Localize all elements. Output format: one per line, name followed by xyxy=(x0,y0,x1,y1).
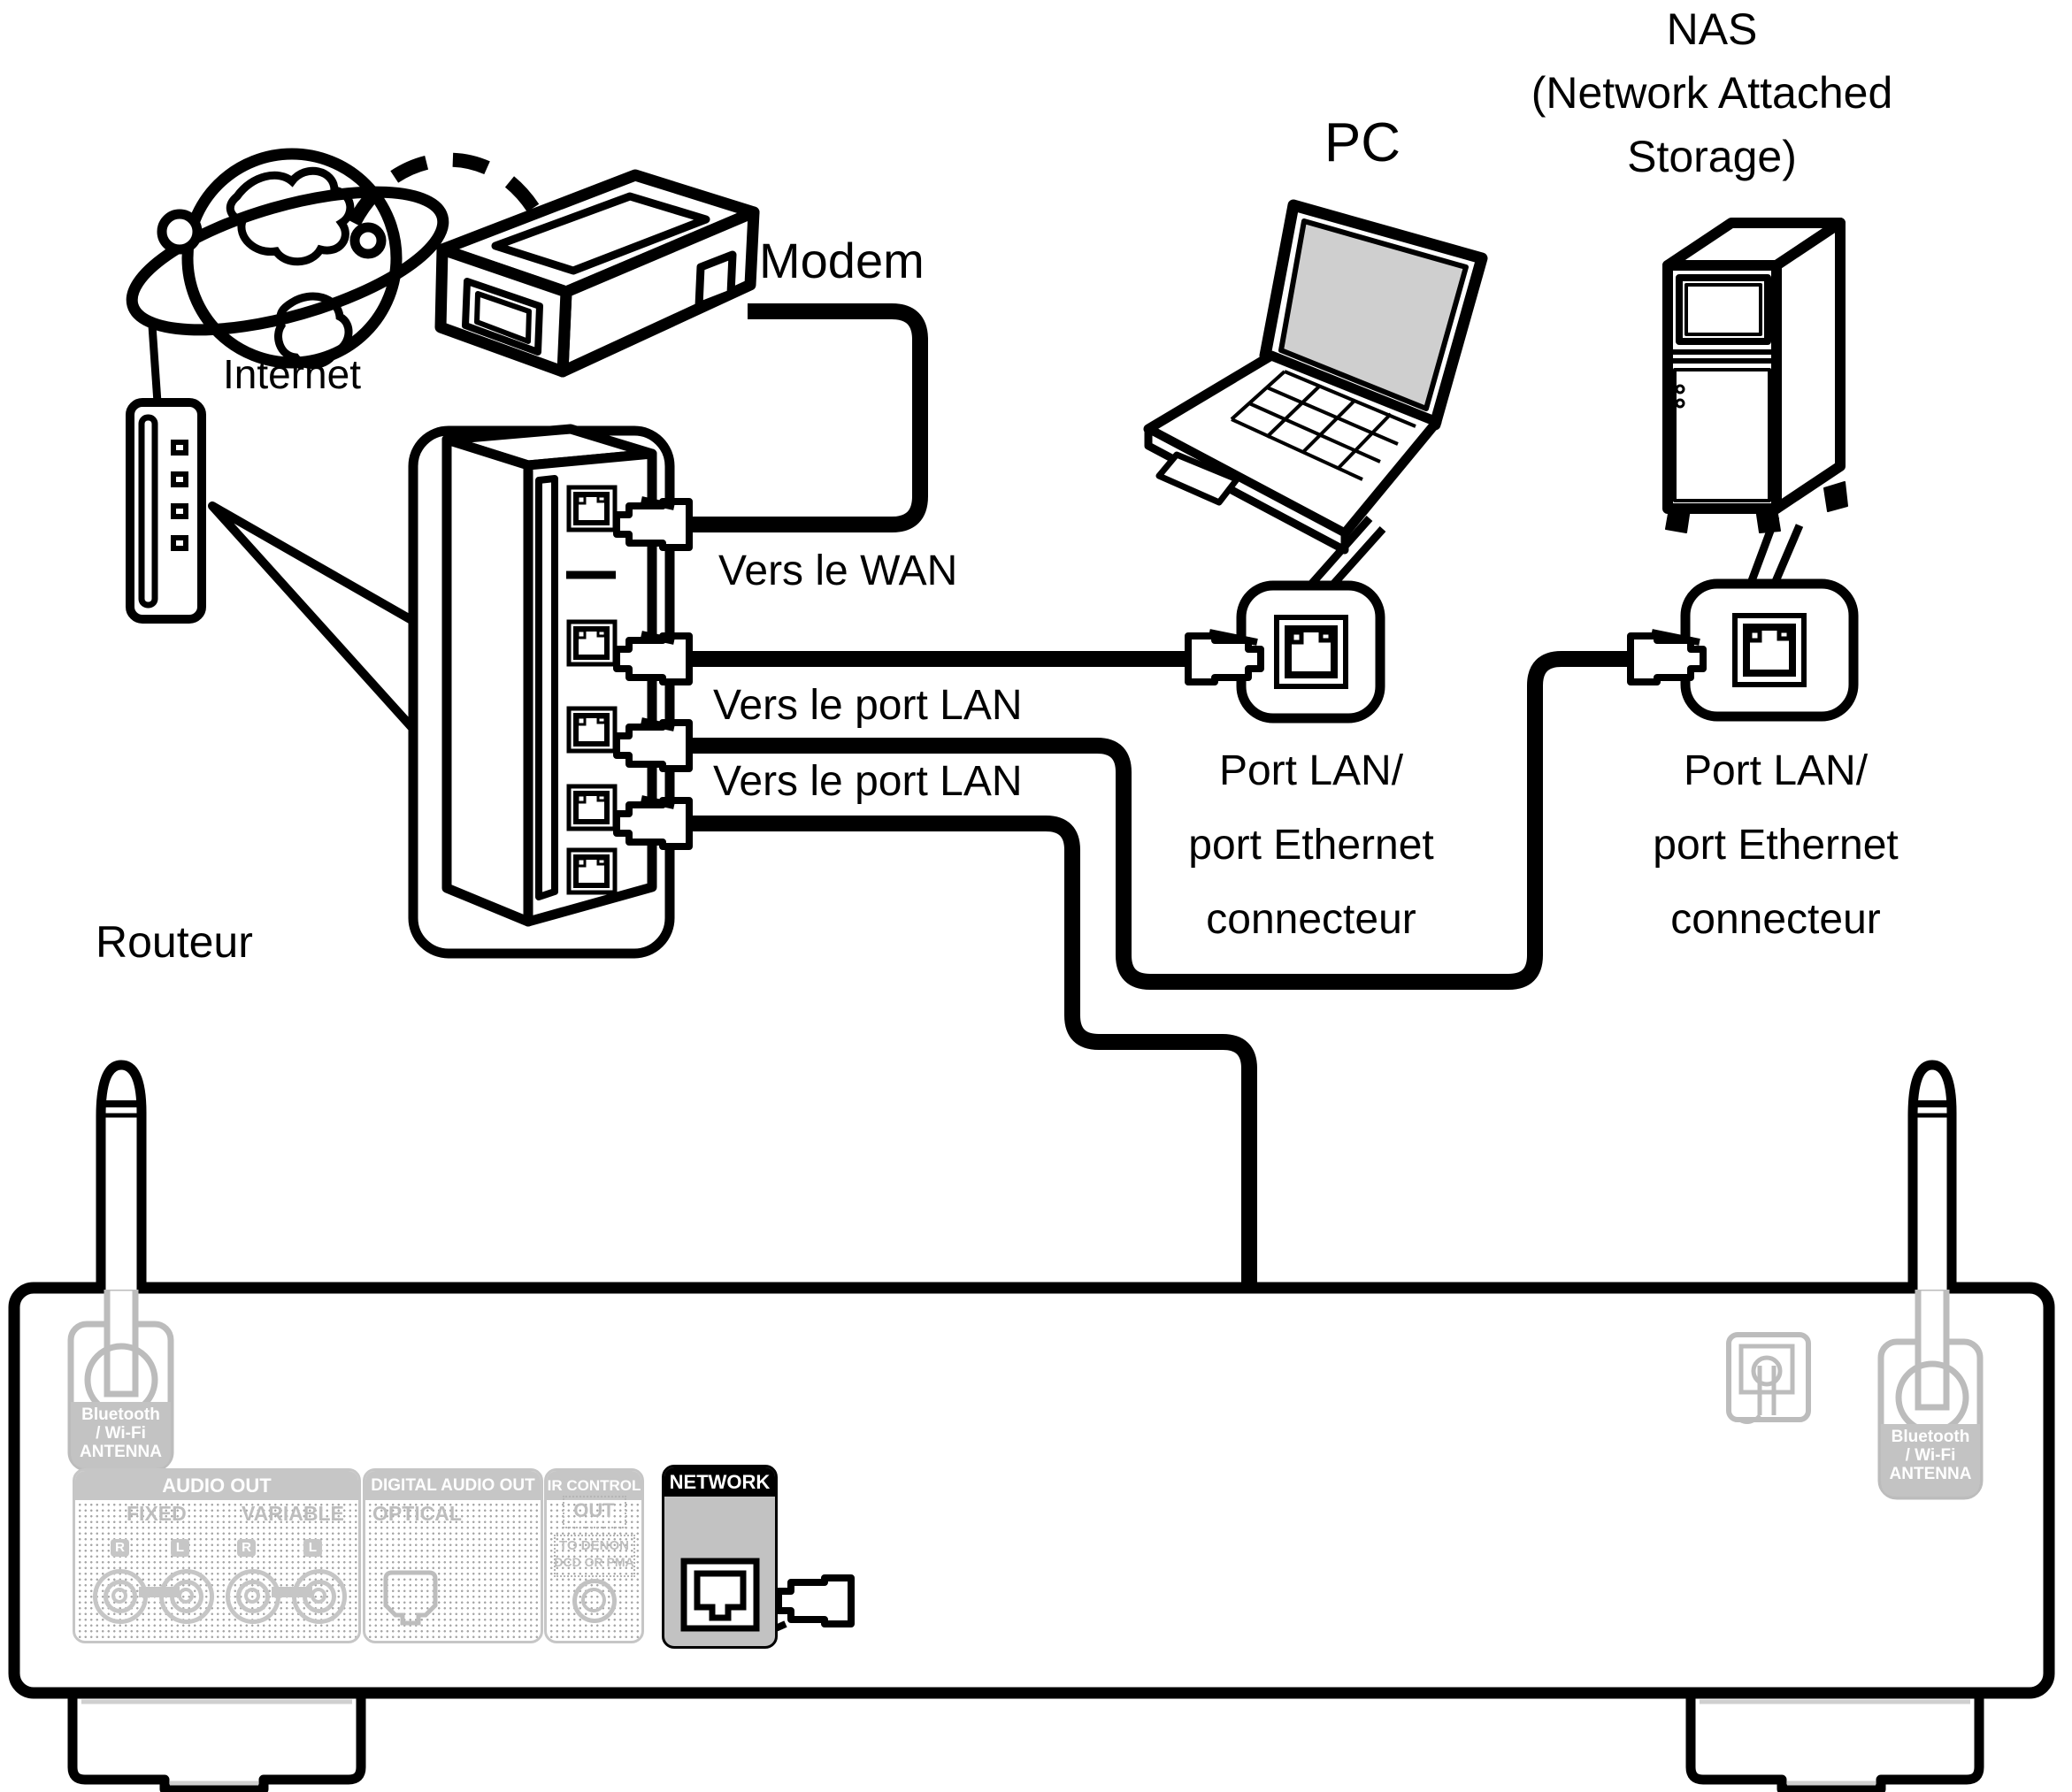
ethernet-cable-wan xyxy=(689,303,928,532)
rj45-plug-wan xyxy=(613,496,693,551)
antenna-right-line2: / Wi-Fi xyxy=(1905,1446,1956,1465)
rca-jack-fixed-r xyxy=(93,1569,148,1624)
pc-port-label: Port LAN/ port Ethernet connecteur xyxy=(1152,734,1470,957)
keyboard-lines xyxy=(1230,370,1416,481)
channel-badge-r1: R xyxy=(111,1539,129,1557)
rj45-plug-lan2 xyxy=(613,717,693,772)
nas-label-line3: Storage) xyxy=(1627,132,1797,181)
antenna-right-line1: Bluetooth xyxy=(1891,1428,1970,1446)
rj45-port-4 xyxy=(566,784,618,831)
rj45-port-5 xyxy=(566,847,618,895)
rca-jack-fixed-l xyxy=(159,1569,214,1624)
pc-port-label-line1: Port LAN/ xyxy=(1218,747,1404,794)
globe-icon xyxy=(126,148,449,369)
dashed-link-cable xyxy=(347,152,544,226)
ir-control-section: IR CONTROL OUT TO DENON DCD OR PMA xyxy=(544,1468,644,1643)
rj45-plug-pc-end xyxy=(1185,629,1264,685)
rj45-plugs-switch xyxy=(613,496,693,850)
channel-badge-l2: L xyxy=(303,1539,322,1557)
rj45-plug-lan1 xyxy=(613,631,693,685)
digital-audio-out-title: DIGITAL AUDIO OUT xyxy=(365,1471,541,1500)
nas-label: NAS (Network Attached Storage) xyxy=(1504,4,1920,182)
optical-label: OPTICAL xyxy=(372,1502,462,1525)
ir-out-box xyxy=(563,1496,626,1528)
wall-mount-icon xyxy=(1726,1332,1811,1424)
audio-out-section: AUDIO OUT FIXED VARIABLE R L R L xyxy=(73,1468,361,1643)
nas-label-line2: (Network Attached xyxy=(1531,68,1893,118)
nas-port-label: Port LAN/ port Ethernet connecteur xyxy=(1616,734,1935,957)
rca-jack-variable-l xyxy=(292,1569,347,1624)
ir-line2: DCD OR PMA xyxy=(554,1555,634,1569)
rj45-plug-nas-end xyxy=(1627,629,1707,685)
nas-port-label-line3: connecteur xyxy=(1670,896,1881,943)
rj45-plug-lan3 xyxy=(613,795,693,850)
ir-control-title: IR CONTROL xyxy=(547,1471,641,1500)
nas-icon xyxy=(1662,218,1848,533)
network-section: NETWORK xyxy=(662,1465,778,1649)
ir-line1: TO DENON xyxy=(559,1538,629,1553)
network-title: NETWORK xyxy=(664,1467,775,1497)
antenna-left-strip xyxy=(71,1402,171,1468)
variable-label: VARIABLE xyxy=(242,1502,344,1525)
pc-pointer xyxy=(1305,516,1386,590)
ir-jack xyxy=(572,1579,617,1623)
router-icon xyxy=(126,325,206,624)
ir-denon-box xyxy=(554,1535,635,1577)
toslink-icon xyxy=(383,1570,438,1626)
switch-icon xyxy=(441,424,657,927)
modem-label: Modem xyxy=(759,233,925,288)
network-jack xyxy=(680,1558,760,1632)
audio-out-title: AUDIO OUT xyxy=(75,1471,358,1500)
router-label: Routeur xyxy=(96,917,253,967)
nas-jack-callout xyxy=(1680,578,1859,722)
antenna-right-label: Bluetooth / Wi-Fi ANTENNA xyxy=(1881,1428,1980,1483)
antenna-icon-right xyxy=(1907,1060,1957,1290)
nas-pointer xyxy=(1746,515,1804,587)
rj45-port-1 xyxy=(566,485,618,532)
antenna-left-line1: Bluetooth xyxy=(81,1405,160,1424)
nas-port-label-line1: Port LAN/ xyxy=(1683,747,1869,794)
antenna-left-label: Bluetooth / Wi-Fi ANTENNA xyxy=(71,1405,171,1461)
pc-label: PC xyxy=(1324,112,1401,173)
digital-audio-out-section: DIGITAL AUDIO OUT OPTICAL xyxy=(363,1468,543,1643)
ir-out-label: OUT xyxy=(573,1499,615,1521)
rca-jack-variable-r xyxy=(226,1569,280,1624)
rj45-port-3 xyxy=(566,706,618,754)
antenna-left-line2: / Wi-Fi xyxy=(96,1424,146,1443)
rj45-jack-icon xyxy=(1274,615,1348,689)
pc-port-label-line3: connecteur xyxy=(1206,896,1416,943)
antenna-icon-left xyxy=(96,1060,147,1290)
channel-badge-r2: R xyxy=(237,1539,256,1557)
pc-jack-callout xyxy=(1236,580,1385,724)
wan-cable-label: Vers le WAN xyxy=(718,548,958,594)
modem-icon xyxy=(434,169,760,378)
panel-feet xyxy=(67,1691,1984,1792)
pc-port-label-line2: port Ethernet xyxy=(1188,822,1434,869)
rear-panel xyxy=(8,1060,2055,1792)
internet-label: Internet xyxy=(223,351,361,397)
laptop-icon xyxy=(1143,199,1488,555)
antenna-right-strip xyxy=(1881,1424,1980,1497)
fixed-label: FIXED xyxy=(127,1502,187,1525)
callout-wedge xyxy=(208,502,418,733)
antenna-right-line3: ANTENNA xyxy=(1889,1465,1972,1483)
nas-label-line1: NAS xyxy=(1666,4,1758,54)
switch-ports xyxy=(566,485,618,895)
rj45-plug-network xyxy=(752,1574,855,1642)
channel-badge-l1: L xyxy=(171,1539,189,1557)
rj45-port-2 xyxy=(566,619,618,667)
antenna-left-line3: ANTENNA xyxy=(80,1443,162,1461)
rj45-jack-icon xyxy=(1732,613,1807,687)
ethernet-cable-nas xyxy=(689,651,1631,990)
lan-cable-label-1: Vers le port LAN xyxy=(713,682,1023,729)
lan-cable-label-2: Vers le port LAN xyxy=(713,758,1023,805)
nas-port-label-line2: port Ethernet xyxy=(1653,822,1899,869)
